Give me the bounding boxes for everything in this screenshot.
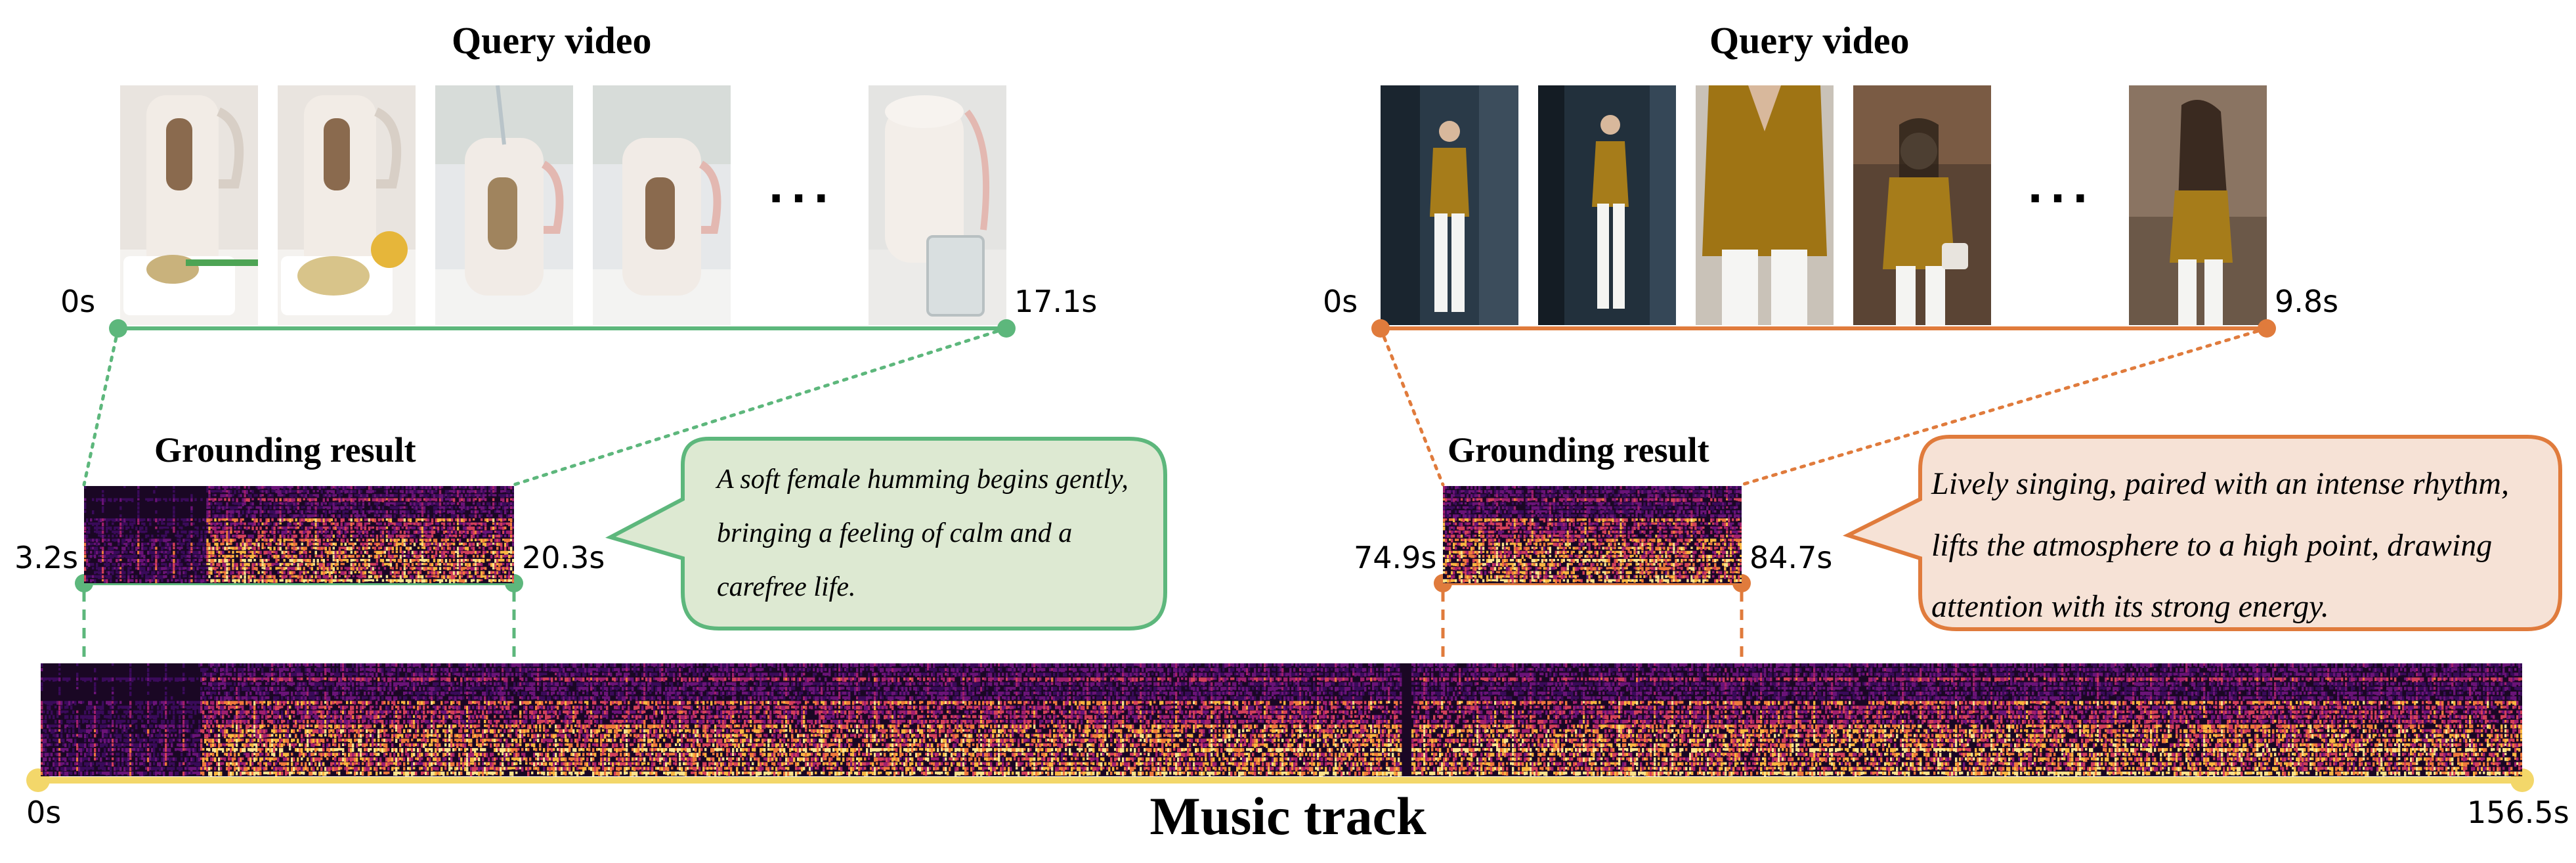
right-segment-end-label: 84.7s	[1750, 540, 1832, 575]
right-connector-end	[1740, 326, 2269, 487]
right-video-frame-4	[1853, 85, 1991, 325]
left-video-frame-2	[278, 85, 416, 325]
left-query-title: Query video	[452, 18, 651, 62]
left-grounding-title: Grounding result	[154, 430, 416, 470]
left-video-frame-3	[435, 85, 573, 325]
right-connector-start	[1379, 326, 1445, 487]
left-connector-end	[512, 326, 1008, 487]
left-query-end-label: 17.1s	[1014, 284, 1097, 319]
left-segment-start-label: 3.2s	[14, 540, 78, 575]
left-video-frame-4	[593, 85, 731, 325]
right-video-frame-5	[2129, 85, 2267, 325]
left-video-frame-5	[869, 85, 1006, 325]
music-track-title: Music track	[0, 786, 2576, 847]
right-video-frame-1	[1381, 85, 1518, 325]
left-ellipsis: ...	[768, 164, 836, 213]
left-connector-start	[82, 326, 120, 487]
right-query-title: Query video	[1709, 18, 1909, 62]
music-track-start-label: 0s	[26, 795, 61, 830]
left-query-start-label: 0s	[60, 284, 95, 319]
music-track-end-label: 156.5s	[2467, 795, 2569, 830]
music-track-spectrogram	[41, 663, 2522, 776]
left-segment-end-label: 20.3s	[522, 540, 605, 575]
right-ellipsis: ...	[2027, 164, 2095, 213]
right-grounding-title: Grounding result	[1448, 430, 1709, 470]
right-segment-start-label: 74.9s	[1354, 540, 1436, 575]
right-video-frame-3	[1696, 85, 1834, 325]
left-grounding-spectrogram	[84, 486, 514, 583]
left-caption-text: A soft female humming begins gently, bri…	[717, 453, 1144, 615]
right-query-start-label: 0s	[1323, 284, 1358, 319]
right-caption-bubble	[1843, 435, 2562, 631]
right-caption-text: Lively singing, paired with an intense r…	[1931, 453, 2555, 638]
left-video-frame-1	[120, 85, 258, 325]
right-query-end-label: 9.8s	[2275, 284, 2338, 319]
right-grounding-spectrogram	[1443, 486, 1742, 583]
right-video-frame-2	[1538, 85, 1676, 325]
left-caption-bubble	[605, 437, 1167, 631]
